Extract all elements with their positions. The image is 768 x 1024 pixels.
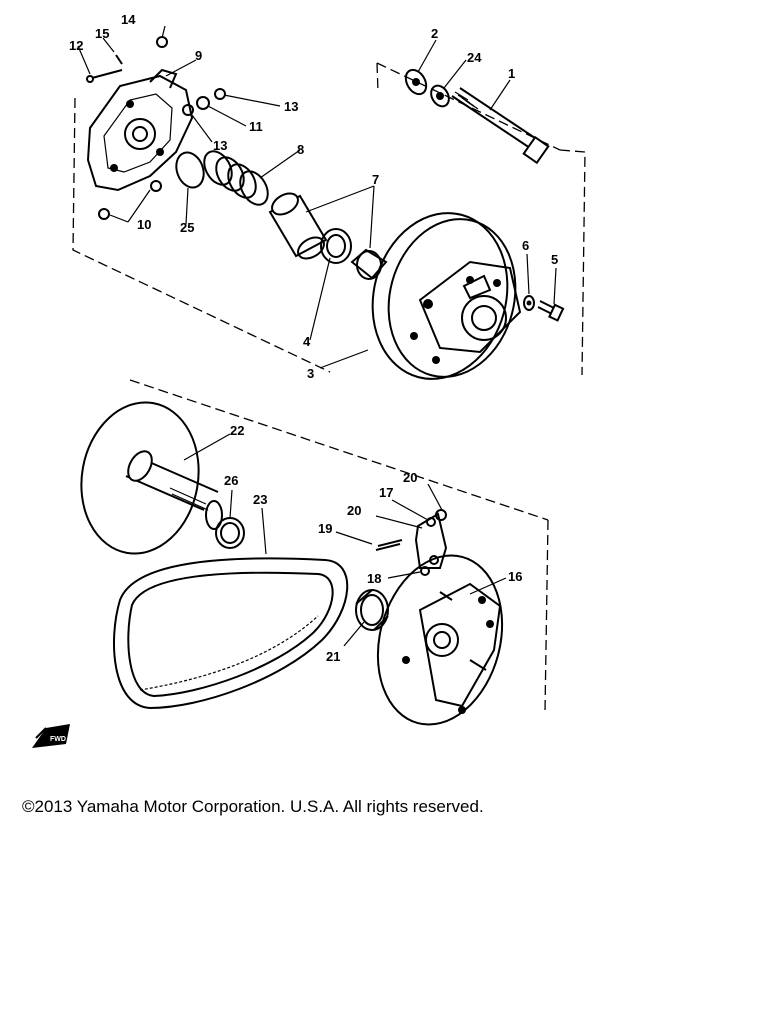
callout-14: 14: [121, 12, 136, 27]
callout-4: 4: [303, 334, 311, 349]
spider-housing: [86, 68, 194, 192]
fixed-sheave: [80, 401, 223, 555]
callout-7: 7: [372, 172, 379, 187]
callout-6: 6: [522, 238, 529, 253]
bushings: [268, 192, 388, 280]
callout-12: 12: [69, 38, 83, 53]
ring-and-spring: [175, 150, 269, 206]
callout-1: 1: [508, 66, 515, 81]
callout-20-right: 20: [403, 470, 417, 485]
movable-sheave: [371, 212, 522, 380]
bolt-assembly: [404, 68, 550, 165]
callout-23: 23: [253, 492, 267, 507]
callout-19: 19: [318, 521, 332, 536]
callout-20-left: 20: [347, 503, 361, 518]
callout-18: 18: [367, 571, 381, 586]
secondary-movable-sheave: [376, 554, 504, 726]
callout-11: 11: [249, 119, 263, 134]
callout-labels: 1 2 24 14 15 12 9 13 11 13 10 25 8 7 4 3…: [69, 12, 558, 664]
callout-13-upper: 13: [284, 99, 298, 114]
callout-21: 21: [326, 649, 340, 664]
drive-belt: [112, 557, 349, 710]
lower-assembly-boundary: [129, 379, 549, 713]
callout-9: 9: [195, 48, 202, 63]
callout-17: 17: [379, 485, 393, 500]
callout-2: 2: [431, 26, 438, 41]
forward-arrow-label: FWD: [50, 736, 66, 743]
weight-arm-assembly: [375, 509, 448, 576]
callout-22: 22: [230, 423, 244, 438]
callout-24: 24: [467, 50, 482, 65]
bushing-21: [355, 589, 389, 631]
callout-13-lower: 13: [213, 138, 227, 153]
callout-26: 26: [224, 473, 238, 488]
callout-16: 16: [508, 569, 522, 584]
callout-5: 5: [551, 252, 558, 267]
copyright-notice: ©2013 Yamaha Motor Corporation. U.S.A. A…: [22, 797, 484, 816]
callout-3: 3: [307, 366, 314, 381]
o-ring: [215, 517, 245, 549]
small-fasteners: [86, 36, 226, 220]
callout-15: 15: [95, 26, 109, 41]
callout-25: 25: [180, 220, 194, 235]
callout-10: 10: [137, 217, 151, 232]
callout-8: 8: [297, 142, 304, 157]
screw-and-washer: [523, 295, 565, 322]
forward-arrow-icon: FWD: [32, 724, 70, 748]
leader-lines: [77, 25, 557, 647]
